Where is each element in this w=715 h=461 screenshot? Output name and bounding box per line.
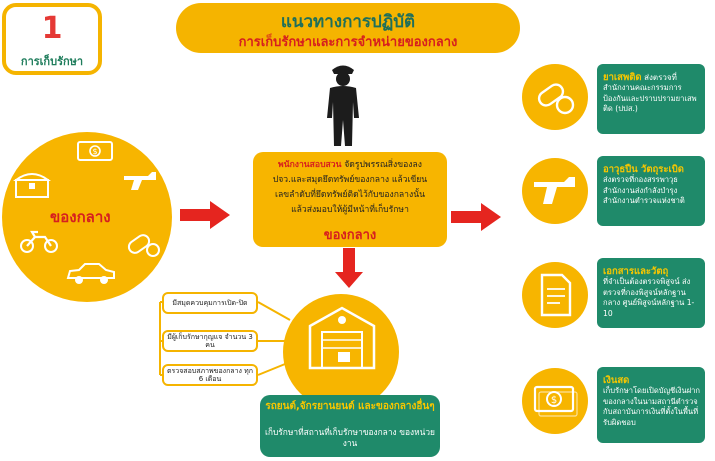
storage-info-box: รถยนต์,จักรยานยนต์ และของกลางอื่นๆ เก็บร… <box>260 395 440 457</box>
gun-icon <box>124 172 156 190</box>
storage-check-item: ตรวจสอบสภาพของกลาง ทุก 6 เดือน <box>162 364 258 386</box>
weapon-card: อาวุธปืน วัตถุระเบิด ส่งตรวจที่กองสรรพาว… <box>597 156 705 226</box>
pills-icon <box>127 234 160 257</box>
procedure-line-4: แล้วส่งมอบให้ผู้มีหน้าที่เก็บรักษา <box>291 205 409 215</box>
investigator-label: พนักงานสอบสวน <box>278 160 342 170</box>
svg-text:$: $ <box>551 395 557 406</box>
cash-card-text: เก็บรักษาโดยเปิดบัญชีเงินฝากของกลางในนาม… <box>603 386 701 427</box>
officer-procedure-box: พนักงานสอบสวน จัดรูปพรรณสิ่งของลง ปจว.แล… <box>253 152 447 247</box>
down-arrow-icon <box>335 248 363 288</box>
procedure-text: พนักงานสอบสวน จัดรูปพรรณสิ่งของลง ปจว.แล… <box>259 158 441 218</box>
procedure-line-2: ปจว.และสมุดยึดทรัพย์ของกลาง แล้วเขียน <box>272 175 428 185</box>
right-arrow-icon <box>451 203 501 231</box>
step-badge: 1 การเก็บรักษา <box>2 3 102 75</box>
document-card-title: เอกสารและวัตถุ <box>603 266 669 277</box>
procedure-line-3: เลขลำดับที่ยึดทรัพย์ติดไว้กับของกลางนั้น <box>275 190 425 200</box>
right-arrow-icon <box>180 201 230 229</box>
cash-card: เงินสด เก็บรักษาโดยเปิดบัญชีเงินฝากของกล… <box>597 367 705 443</box>
storage-text: เก็บรักษาที่สถานที่เก็บรักษาของกลาง ของห… <box>265 427 435 448</box>
storage-check-item: มีผู้เก็บรักษากุญแจ จำนวน 3 คน <box>162 330 258 352</box>
goods-label: ของกลาง <box>50 208 111 226</box>
svg-text:$: $ <box>92 147 97 156</box>
pills-icon <box>537 83 575 115</box>
weapon-card-text: ส่งตรวจที่กองสรรพาวุธ สำนักงานส่งกำลังบำ… <box>603 175 685 205</box>
document-card: เอกสารและวัตถุ ที่จำเป็นต้องตรวจพิสูจน์ … <box>597 258 705 328</box>
drug-card: ยาเสพติด ส่งตรวจที่ สำนักงานคณะกรรมการป้… <box>597 64 705 134</box>
motorcycle-icon <box>20 230 58 253</box>
page-title-banner: แนวทางการปฏิบัติ การเก็บรักษาและการจำหน่… <box>176 3 520 53</box>
procedure-goods-label: ของกลาง <box>323 228 377 243</box>
drug-card-text: สำนักงานคณะกรรมการป้องกันและปราบปรามยาเส… <box>603 83 697 113</box>
storage-connector <box>159 301 291 376</box>
car-icon <box>66 263 115 284</box>
procedure-line-1: จัดรูปพรรณสิ่งของลง <box>341 160 422 170</box>
officer-icon <box>327 65 359 146</box>
treasure-chest-icon <box>12 173 52 198</box>
page-subtitle: การเก็บรักษาและการจำหน่ายของกลาง <box>238 35 458 50</box>
drug-circle <box>522 64 588 130</box>
document-icon <box>540 273 572 317</box>
storage-check-item: มีสมุดควบคุมการเปิด-ปิด <box>162 292 258 314</box>
cash-card-title: เงินสด <box>603 375 630 386</box>
document-circle <box>522 262 588 328</box>
document-card-text: ที่จำเป็นต้องตรวจพิสูจน์ ส่งตรวจที่กองพิ… <box>603 277 695 318</box>
step-label: การเก็บรักษา <box>20 55 84 68</box>
weapon-card-title: อาวุธปืน วัตถุระเบิด <box>603 164 684 175</box>
drug-card-title: ยาเสพติด ส่งตรวจที่ <box>603 72 677 83</box>
money-icon: $ <box>77 141 113 161</box>
step-number: 1 <box>41 11 63 46</box>
page-title: แนวทางการปฏิบัติ <box>280 12 416 32</box>
money-icon: $ <box>533 385 578 417</box>
warehouse-icon <box>308 306 376 370</box>
gun-icon <box>534 177 575 204</box>
storage-title: รถยนต์,จักรยานยนต์ และของกลางอื่นๆ <box>265 401 435 412</box>
